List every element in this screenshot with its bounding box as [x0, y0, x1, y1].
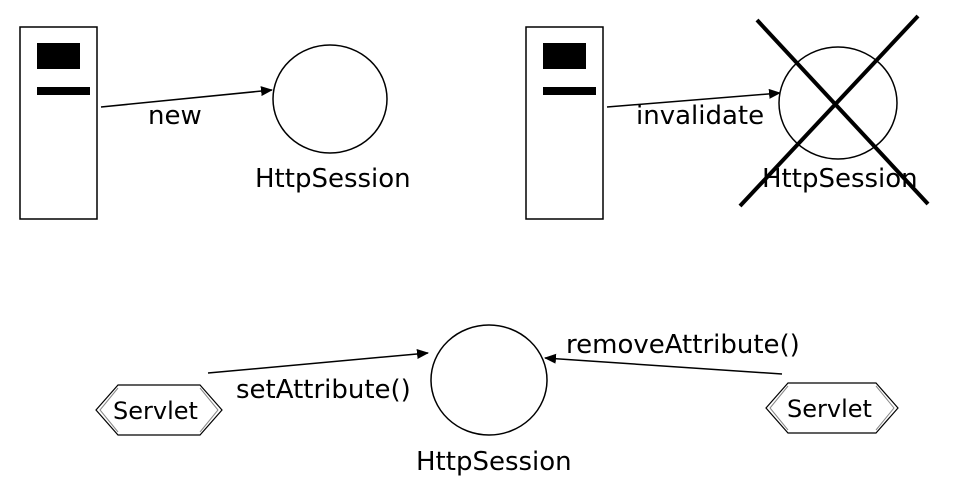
- remove-attribute-label: removeAttribute(): [566, 330, 800, 360]
- servlet-right-shadow: [769, 385, 789, 431]
- new-arrow: [100, 86, 273, 108]
- server-left: [19, 26, 98, 220]
- servlet-right: Servlet: [765, 382, 899, 434]
- remove-attribute-arrow: [544, 353, 783, 375]
- servlet-left-shadow-2: [199, 387, 219, 433]
- servlet-right-label: Servlet: [787, 395, 872, 423]
- cross-stroke-2: [738, 14, 920, 208]
- server-left-screen: [37, 43, 80, 69]
- servlet-left: Servlet: [95, 384, 223, 436]
- server-right: [525, 26, 604, 220]
- servlet-right-shape: [765, 382, 899, 434]
- servlet-left-shape: [95, 384, 223, 436]
- session-invalidated-label: HttpSession: [762, 164, 918, 194]
- server-right-drive: [543, 87, 596, 95]
- set-attribute-arrow: [207, 349, 429, 374]
- servlet-right-shadow-2: [875, 385, 895, 431]
- servlet-left-label: Servlet: [113, 397, 198, 425]
- session-attributes-label: HttpSession: [416, 447, 572, 477]
- invalidate-arrow-label: invalidate: [636, 101, 764, 131]
- servlet-left-shadow: [99, 387, 119, 433]
- server-left-drive: [37, 87, 90, 95]
- session-created-label: HttpSession: [255, 164, 411, 194]
- cross-out-mark: [738, 14, 930, 208]
- session-node-created: [272, 44, 388, 154]
- set-attribute-label: setAttribute(): [236, 375, 411, 405]
- server-right-screen: [543, 43, 586, 69]
- new-arrow-label: new: [148, 101, 202, 131]
- invalidate-arrow: [606, 88, 781, 108]
- session-node-attributes: [430, 324, 548, 436]
- cross-stroke-1: [755, 18, 930, 206]
